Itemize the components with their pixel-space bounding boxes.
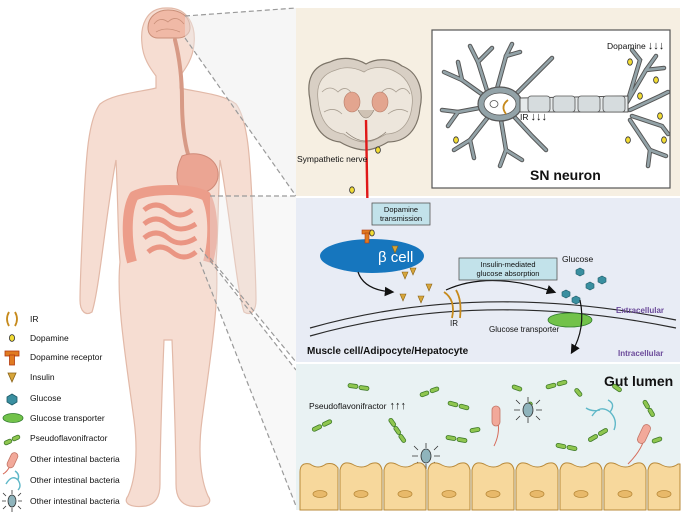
human-body [79, 7, 257, 508]
pseudoflavonifractor-label: Pseudoflavonifractor↑↑↑ [309, 400, 406, 412]
insulin-molecules [391, 245, 433, 304]
legend-rod-bacteria-icon [2, 452, 19, 475]
brain-cross-section [308, 57, 422, 151]
gut-lumen-title: Gut lumen [604, 373, 673, 389]
legend-dopamine-receptor-icon [4, 350, 20, 366]
legend-glucose-transporter-icon [2, 413, 24, 423]
small-intestine [142, 202, 198, 260]
neuron-soma [477, 86, 523, 122]
intestine-projection [210, 196, 296, 362]
intracellular-label: Intracellular [618, 349, 663, 358]
glucose-transporter-label: Glucose transporter [489, 325, 560, 334]
legend-flagellated-bacteria-icon [5, 470, 21, 491]
legend-item-label: Glucose transporter [30, 413, 105, 423]
legend-insulin-icon [7, 372, 17, 383]
villi-nuclei [312, 490, 672, 498]
legend-glucose-icon [6, 393, 18, 406]
gut-projection [200, 248, 296, 506]
legend-item-label: Dopamine [30, 333, 69, 343]
legend-item-label: Glucose [30, 393, 61, 403]
dopamine-transmission-box [371, 202, 431, 226]
legend-dopamine-icon [8, 334, 15, 342]
neuron-drawing [439, 41, 671, 169]
absorption-arrow [445, 279, 557, 295]
beta-cell [320, 239, 424, 273]
legend-item-label: Insulin [30, 372, 55, 382]
extracellular-label: Extracellular [616, 306, 664, 315]
other-bacteria-rod [491, 405, 651, 465]
legend-item-label: Dopamine receptor [30, 352, 102, 362]
legend-item-label: Other intestinal bacteria [30, 496, 120, 506]
cell-membrane-outer [309, 301, 677, 329]
body-silhouette [79, 7, 257, 508]
large-intestine [122, 185, 218, 264]
neuron-dopamine-dots [453, 58, 667, 144]
cell-panel-title: Muscle cell/Adipocyte/Hepatocyte [307, 346, 469, 357]
legend-item-label: IR [30, 314, 39, 324]
legend-spiky-bacteria-icon [2, 490, 22, 512]
neuron-dopamine-label: Dopamine↓↓↓ [607, 40, 664, 52]
legend-pseudoflavonifractor-icon [3, 434, 21, 446]
sympathetic-nerve-label: Sympathetic nerve [297, 154, 368, 164]
cell-ir-label: IR [450, 319, 458, 328]
insulin-release-arrow [357, 271, 395, 297]
legend-item-label: Other intestinal bacteria [30, 475, 120, 485]
legend-item-label: Other intestinal bacteria [30, 454, 120, 464]
brain-projection [185, 8, 296, 196]
neuron-ir-label: IR↓↓↓ [520, 111, 547, 123]
cell-membrane-inner [309, 309, 677, 337]
other-bacteria-flagellated [585, 399, 617, 431]
esophagus [173, 38, 192, 162]
legend: IR Dopamine Dopamine receptor Insulin Gl… [2, 311, 120, 512]
stomach [176, 153, 219, 195]
sn-neuron-title: SN neuron [530, 167, 601, 183]
legend-ir-icon [6, 311, 18, 327]
intestinal-villi [299, 462, 681, 511]
beta-cell-label: β cell [378, 249, 413, 266]
other-bacteria-spiky [412, 397, 542, 469]
legend-item-label: Pseudoflavonifractor [30, 433, 108, 443]
insulin-receptor [443, 289, 462, 319]
glucose-entry-arrow [570, 299, 583, 355]
pseudoflavonifractor-bacteria [311, 379, 663, 452]
glucose-label: Glucose [562, 254, 593, 264]
insulin-absorption-box [458, 257, 558, 281]
neuron-axon [519, 95, 629, 113]
